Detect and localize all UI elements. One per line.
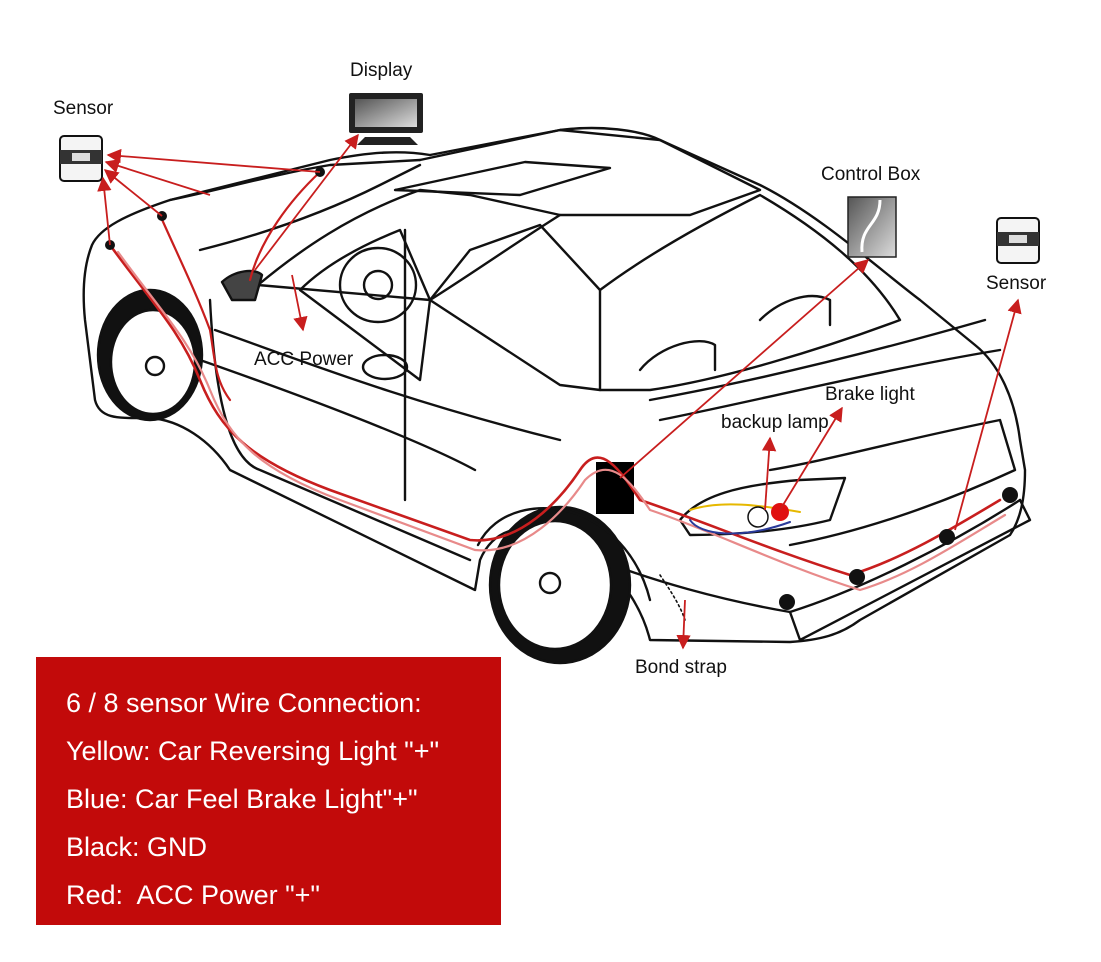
tail-lamp-bulbs: [747, 503, 789, 528]
car-sensor-dots: [105, 167, 1018, 610]
display-icon: [349, 93, 423, 145]
car-illustration: [82, 126, 1032, 665]
info-title: 6 / 8 sensor Wire Connection:: [66, 688, 422, 718]
wire-connection-info-box: 6 / 8 sensor Wire Connection: Yellow: Ca…: [36, 657, 501, 925]
info-line-yellow: Yellow: Car Reversing Light "+": [66, 736, 440, 766]
sensor-rear-label: Sensor: [986, 273, 1047, 294]
sensor-front-label: Sensor: [53, 98, 114, 119]
control-box-icon: [847, 196, 897, 258]
display-label: Display: [350, 60, 413, 81]
info-line-blue: Blue: Car Feel Brake Light"+": [66, 784, 418, 814]
acc-power-label: ACC Power: [254, 349, 354, 370]
info-line-red: Red: ACC Power "+": [66, 880, 321, 910]
info-line-black: Black: GND: [66, 832, 208, 862]
brake-light-label: Brake light: [825, 384, 915, 405]
backup-lamp-label: backup lamp: [721, 412, 829, 433]
control-box-label: Control Box: [821, 164, 921, 185]
pointer-arrows: [97, 133, 1022, 650]
sensor-front-icon: [59, 135, 103, 182]
sensor-rear-icon: [996, 217, 1040, 264]
bond-strap-label: Bond strap: [635, 657, 727, 678]
